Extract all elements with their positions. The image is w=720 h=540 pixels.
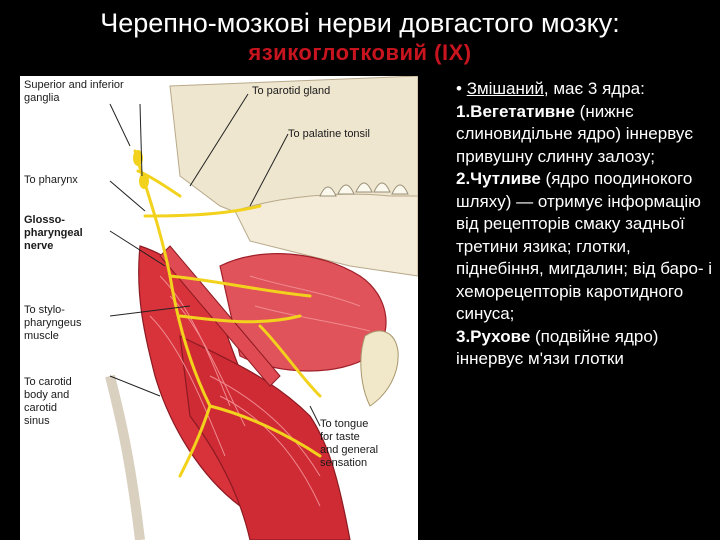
label-tongue: To tongue for taste and general sensatio… [320, 418, 379, 469]
label-palatine-tonsil: To palatine tonsil [288, 128, 370, 140]
anatomy-drawing [105, 76, 418, 540]
label-carotid: To carotid body and carotid sinus [24, 376, 72, 427]
intro-line: • Змішаний, має 3 ядра: [456, 78, 718, 101]
label-stylopharyngeus: To stylo- pharyngeus muscle [24, 304, 82, 342]
nucleus-3-label: 3.Рухове [456, 326, 531, 346]
hyoid-cartilage [360, 330, 399, 407]
slide-title: Черепно-мозкові нерви довгастого мозку: [100, 8, 620, 38]
nucleus-2: 2.Чутливе (ядро поодинокого шляху) — отр… [456, 168, 718, 326]
nucleus-1-label: 1.Вегетативне [456, 101, 575, 121]
label-ganglia: Superior and inferior ganglia [24, 79, 124, 104]
bullet: • [456, 79, 467, 98]
slide-subtitle: язикоглотковий (IX) [248, 40, 472, 65]
teeth [319, 182, 409, 197]
nucleus-2-label: 2.Чутливе [456, 169, 541, 188]
nucleus-1: 1.Вегетативне (нижнє слиновидільне ядро)… [456, 101, 718, 169]
slide-body-text: • Змішаний, має 3 ядра: 1.Вегетативне (н… [456, 78, 718, 371]
anatomy-illustration: Superior and inferior ganglia To parotid… [20, 76, 418, 540]
nucleus-2-text: (ядро поодинокого шляху) — отримує інфор… [456, 169, 713, 323]
carotid-artery [105, 374, 145, 540]
nucleus-1-text: (нижнє слиновидільне ядро) іннервує прив… [456, 101, 694, 166]
ganglia-knots [133, 150, 149, 189]
label-glossopharyngeal: Glosso- pharyngeal nerve [24, 214, 83, 252]
intro-rest: , має 3 ядра: [543, 79, 645, 98]
muscle-striations [149, 275, 371, 507]
mixed-term: Змішаний [466, 79, 544, 98]
nucleus-3-text: (подвійне ядро) іннервує м'язи глотки [456, 326, 659, 369]
label-parotid: To parotid gland [252, 85, 331, 97]
label-pharynx: To pharynx [24, 174, 78, 186]
leader-lines [109, 93, 321, 427]
nucleus-3: 3.Рухове (подвійне ядро) іннервує м'язи … [456, 326, 718, 371]
